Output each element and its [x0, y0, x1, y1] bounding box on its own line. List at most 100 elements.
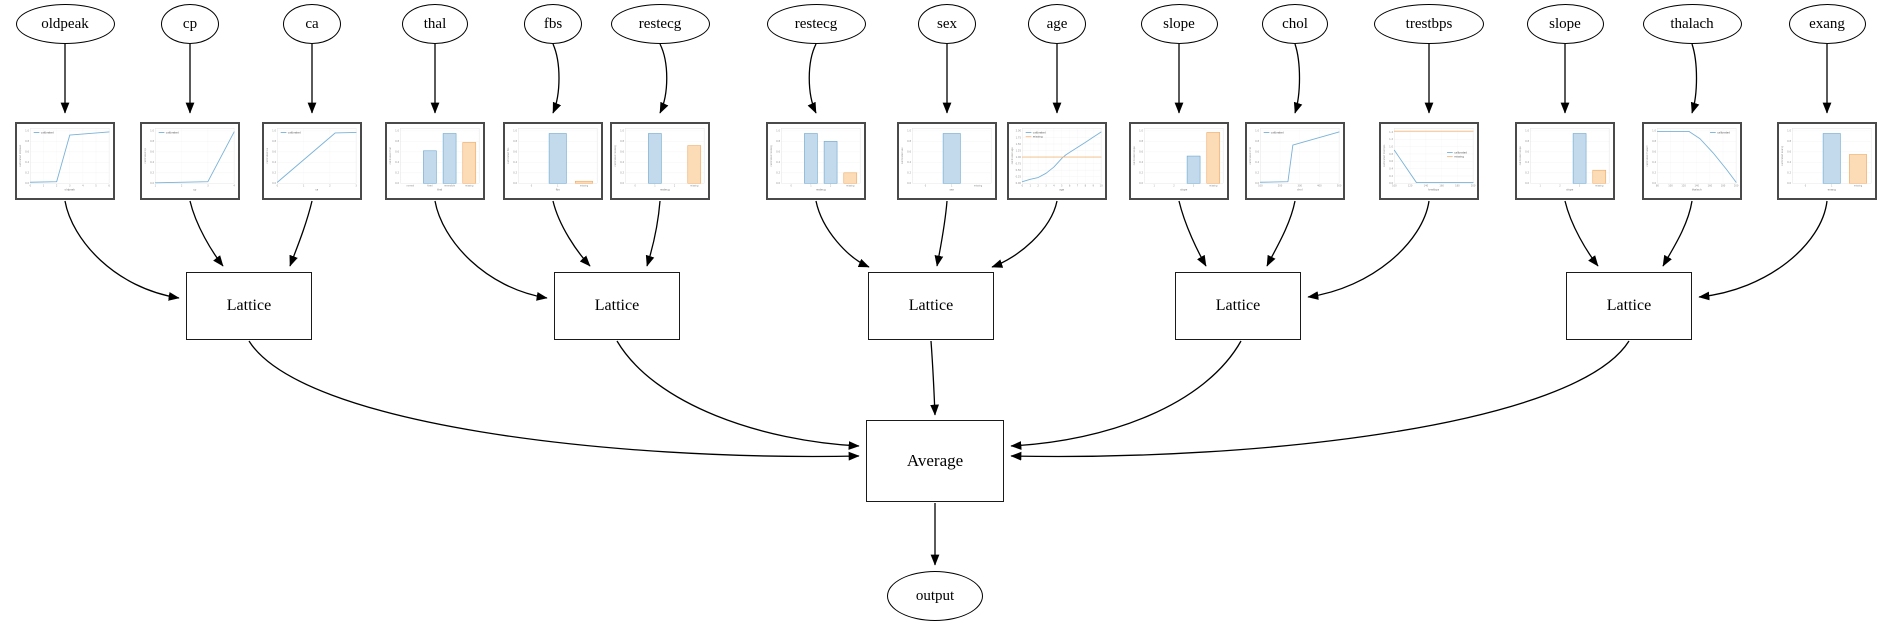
svg-text:0.4: 0.4	[620, 160, 624, 164]
svg-text:calibrated restecg: calibrated restecg	[614, 145, 617, 167]
svg-text:100: 100	[1392, 185, 1397, 188]
svg-text:1: 1	[1540, 185, 1542, 188]
svg-text:0.8: 0.8	[25, 139, 29, 143]
svg-text:calibrated chol: calibrated chol	[1249, 147, 1252, 165]
svg-text:0.6: 0.6	[25, 150, 29, 154]
lattice-node-2: Lattice	[554, 272, 680, 340]
svg-text:0.8: 0.8	[1525, 139, 1529, 143]
svg-text:0.0: 0.0	[776, 181, 780, 185]
svg-text:restecg: restecg	[816, 188, 826, 192]
svg-text:0: 0	[1805, 185, 1807, 188]
svg-text:1.2: 1.2	[1389, 137, 1393, 141]
svg-text:8: 8	[1085, 185, 1087, 188]
feature-label: restecg	[794, 15, 838, 32]
svg-text:trestbps: trestbps	[1428, 188, 1439, 192]
svg-text:0.6: 0.6	[513, 150, 517, 154]
svg-text:0.0: 0.0	[1139, 181, 1143, 185]
feature-label: thalach	[1670, 15, 1714, 32]
svg-text:0.4: 0.4	[150, 160, 154, 164]
lattice-node-4: Lattice	[1175, 272, 1301, 340]
svg-text:0.0: 0.0	[513, 181, 517, 185]
svg-text:age: age	[1059, 189, 1064, 192]
svg-text:calibrated: calibrated	[166, 130, 179, 134]
feature-label: slope	[1163, 15, 1195, 32]
svg-text:0.2: 0.2	[620, 171, 624, 175]
svg-text:0.0: 0.0	[1652, 181, 1656, 185]
svg-text:0.4: 0.4	[1389, 166, 1393, 170]
feature-label: sex	[937, 15, 957, 32]
edge-arrow	[1010, 340, 1630, 461]
edge-arrow	[552, 43, 562, 114]
average-label: Average	[906, 451, 964, 470]
feature-node-restecg-2: restecg	[766, 4, 866, 44]
svg-text:calibrated slope: calibrated slope	[1519, 146, 1522, 165]
svg-text:missing: missing	[1595, 185, 1604, 188]
svg-text:exang: exang	[1828, 189, 1836, 192]
output-label: output	[915, 587, 955, 604]
edge-arrow	[616, 340, 860, 450]
svg-text:1.4: 1.4	[1389, 130, 1393, 134]
svg-text:calibrated: calibrated	[1271, 130, 1284, 134]
svg-text:0.4: 0.4	[25, 160, 29, 164]
feature-label: slope	[1549, 15, 1581, 32]
svg-text:3: 3	[69, 185, 71, 188]
svg-text:200: 200	[1278, 185, 1283, 188]
svg-text:1: 1	[43, 185, 45, 188]
svg-text:0.6: 0.6	[150, 150, 154, 154]
svg-text:calibrated sex: calibrated sex	[901, 147, 904, 164]
feature-node-cp: cp	[161, 4, 219, 44]
svg-text:1: 1	[1029, 185, 1031, 188]
svg-text:1.0: 1.0	[1525, 129, 1529, 133]
svg-text:slope: slope	[1566, 188, 1573, 192]
svg-text:0.4: 0.4	[272, 160, 276, 164]
svg-text:0.6: 0.6	[776, 150, 780, 154]
average-node: Average	[866, 420, 1004, 502]
svg-text:4: 4	[1053, 185, 1055, 188]
svg-text:0.6: 0.6	[907, 150, 911, 154]
svg-text:missing: missing	[1454, 155, 1464, 159]
svg-text:1: 1	[155, 185, 157, 188]
svg-text:fixed: fixed	[427, 185, 433, 188]
svg-text:0.2: 0.2	[272, 171, 276, 175]
svg-text:1.0: 1.0	[776, 129, 780, 133]
lattice-label: Lattice	[226, 297, 272, 314]
feature-label: fbs	[543, 15, 563, 32]
feature-node-ca: ca	[283, 4, 341, 44]
svg-text:0.4: 0.4	[395, 160, 399, 164]
svg-text:0.0: 0.0	[150, 181, 154, 185]
lattice-label: Lattice	[594, 297, 640, 314]
svg-text:calibrated: calibrated	[41, 130, 54, 134]
feature-node-restecg: restecg	[610, 4, 710, 44]
svg-text:4: 4	[233, 185, 235, 188]
edge-arrow	[1698, 200, 1828, 301]
svg-text:0.8: 0.8	[1255, 139, 1259, 143]
edge-arrow	[189, 200, 224, 267]
edge-arrow	[934, 200, 948, 267]
svg-text:missing: missing	[974, 185, 983, 188]
feature-label: age	[1046, 15, 1068, 32]
svg-text:calibrated cp: calibrated cp	[144, 148, 147, 164]
svg-text:0: 0	[635, 185, 637, 188]
svg-text:1: 1	[1831, 185, 1833, 188]
lattice-label: Lattice	[1215, 297, 1261, 314]
svg-text:3: 3	[207, 185, 209, 188]
edge-arrow	[991, 200, 1058, 268]
svg-text:0.4: 0.4	[1787, 160, 1791, 164]
edge-arrow	[1266, 200, 1296, 267]
svg-text:1.0: 1.0	[1389, 144, 1393, 148]
feature-node-thal: thal	[402, 4, 468, 44]
svg-text:0.2: 0.2	[25, 171, 29, 175]
